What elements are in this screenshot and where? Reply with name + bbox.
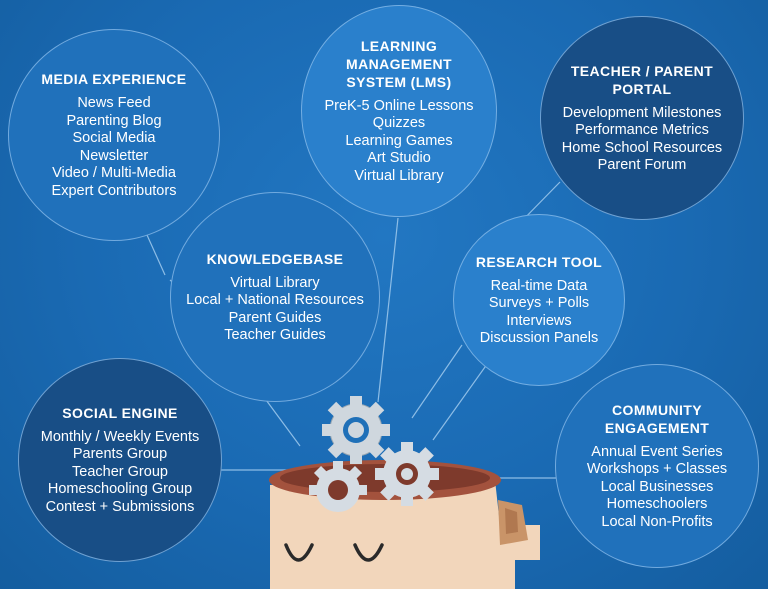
bubble-item: Parent Forum	[597, 157, 687, 173]
bubble-title: MEDIA EXPERIENCE	[41, 71, 187, 87]
bubble-item: Monthly / Weekly Events	[40, 428, 200, 445]
bubble-item: PreK-5 Online Lessons	[324, 97, 474, 114]
bubble-item: Home School Resources	[561, 139, 723, 156]
bubble-title-line: TEACHER / PARENT	[570, 62, 714, 79]
bubble-item: Video / Multi-Media	[52, 165, 176, 181]
bubble-item: News Feed	[77, 95, 151, 111]
bubble-item: Teacher Group	[72, 463, 168, 480]
bubble-item: Development Milestones	[562, 104, 722, 121]
gear-icon	[309, 461, 367, 512]
bubble-item: Quizzes	[372, 115, 426, 132]
bubble-item: Virtual Library	[230, 274, 320, 291]
bubble-item: Expert Contributors	[51, 182, 177, 199]
bubble-title-line: ENGAGEMENT	[604, 419, 710, 436]
bubble-title: KNOWLEDGEBASE	[206, 250, 344, 267]
bubble-item: Local Non-Profits	[601, 513, 713, 530]
gear-icon	[375, 442, 439, 506]
bubble-item: Parents Group	[72, 446, 168, 463]
bubble-title: RESEARCH TOOL	[475, 253, 603, 270]
bubble-item: Art Studio	[367, 150, 431, 167]
bubble-title: TEACHER / PARENT PORTAL	[571, 62, 713, 98]
bubble-item: Surveys + Polls	[488, 295, 590, 311]
bubble-research-tool: RESEARCH TOOL Real-time Data Surveys + P…	[453, 214, 625, 386]
bubble-title-line: MANAGEMENT	[346, 55, 452, 72]
bubble-item: Parenting Blog	[66, 112, 162, 129]
bubble-item: Parent Guides	[228, 309, 322, 326]
bubble-item: Virtual Library	[354, 167, 444, 184]
gear-icon	[322, 396, 390, 464]
bubble-title: LEARNING MANAGEMENT SYSTEM (LMS)	[346, 37, 452, 91]
bubble-item: Local Businesses	[600, 478, 714, 495]
bubble-item: Workshops + Classes	[586, 461, 728, 478]
bubble-item: Homeschooling Group	[47, 481, 193, 498]
bubble-title-line: LEARNING	[360, 37, 438, 54]
bubble-social-engine: SOCIAL ENGINE Monthly / Weekly Events Pa…	[18, 358, 222, 562]
bubble-item: Local + National Resources	[186, 292, 364, 308]
bubble-item: Teacher Guides	[224, 327, 326, 343]
bubble-item: Annual Event Series	[591, 443, 723, 460]
bubble-item: Real-time Data	[490, 277, 588, 294]
bubble-item: Newsletter	[79, 147, 149, 164]
bubble-title-line: PORTAL	[612, 80, 672, 97]
bubble-knowledgebase: KNOWLEDGEBASE Virtual Library Local + Na…	[170, 192, 380, 402]
bubble-title-line: SYSTEM (LMS)	[346, 73, 452, 90]
bubble-item: Social Media	[72, 130, 156, 146]
bubble-item: Discussion Panels	[479, 330, 599, 346]
bubble-item: Contest + Submissions	[45, 498, 195, 515]
bubble-lms: LEARNING MANAGEMENT SYSTEM (LMS) PreK-5 …	[301, 5, 497, 217]
bubble-community-engagement: COMMUNITY ENGAGEMENT Annual Event Series…	[555, 364, 759, 568]
bubble-title-line: COMMUNITY	[612, 401, 702, 418]
bubble-title: COMMUNITY ENGAGEMENT	[605, 401, 709, 437]
bubble-title: SOCIAL ENGINE	[62, 404, 178, 421]
bubble-item: Interviews	[506, 312, 572, 329]
bubble-item: Homeschoolers	[606, 496, 708, 513]
bubble-item: Performance Metrics	[575, 122, 709, 138]
bubble-teacher-parent-portal: TEACHER / PARENT PORTAL Development Mile…	[540, 16, 744, 220]
bubble-media-experience: MEDIA EXPERIENCE News Feed Parenting Blo…	[8, 29, 220, 241]
bubble-item: Learning Games	[345, 132, 453, 149]
